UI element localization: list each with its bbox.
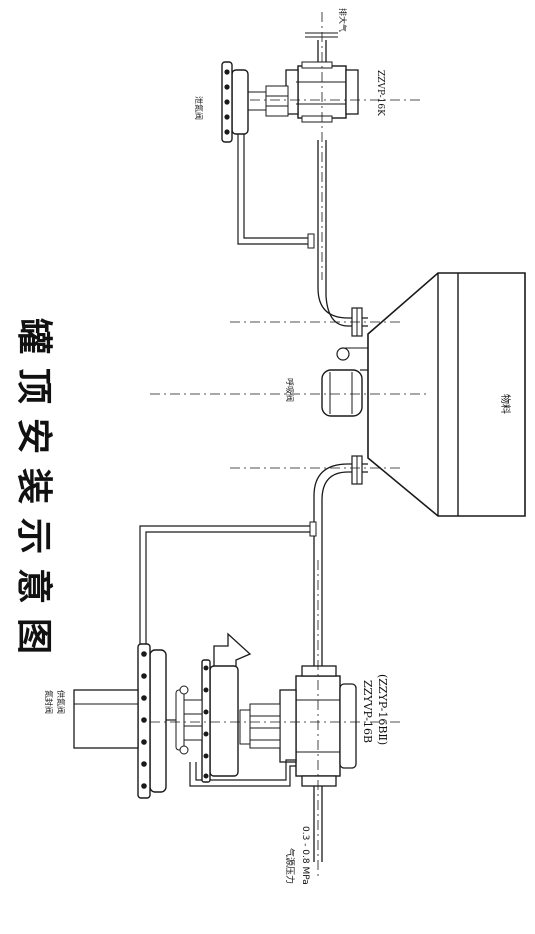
storage-tank: 物料 xyxy=(367,272,526,517)
vent-label: 排大气 xyxy=(338,8,348,32)
seal-valve-label-2: 供氮阀 xyxy=(56,690,66,714)
breather-valve-label: 呼吸阀 xyxy=(285,378,295,402)
main-actuator: 氮封阀 供氮阀 xyxy=(44,643,176,799)
pilot-regulator xyxy=(175,632,252,783)
breather-valve: 呼吸阀 xyxy=(285,347,368,417)
center-lines xyxy=(150,12,430,880)
supply-pipe xyxy=(139,455,368,862)
relief-valve: 排大气 泄氮阀 ZZVP-16K xyxy=(194,8,385,249)
supply-model-line2: (ZZYP-16BⅡ) xyxy=(376,674,389,745)
air-source: 气源压力 0.3 - 0.8 MPa xyxy=(284,826,310,885)
air-source-label: 气源压力 xyxy=(284,848,296,884)
air-source-pressure: 0.3 - 0.8 MPa xyxy=(300,826,310,885)
relief-valve-model: ZZVP-16K xyxy=(375,70,385,116)
seal-valve-label-1: 氮封阀 xyxy=(44,690,54,714)
material-label: 物料 xyxy=(499,394,512,414)
diagram-title: 罐顶安装示意图 xyxy=(13,318,54,668)
relief-valve-label: 泄氮阀 xyxy=(194,96,204,120)
title-group: 罐顶安装示意图 xyxy=(13,318,54,668)
supply-model-line1: ZZYVP-16B xyxy=(361,680,374,743)
